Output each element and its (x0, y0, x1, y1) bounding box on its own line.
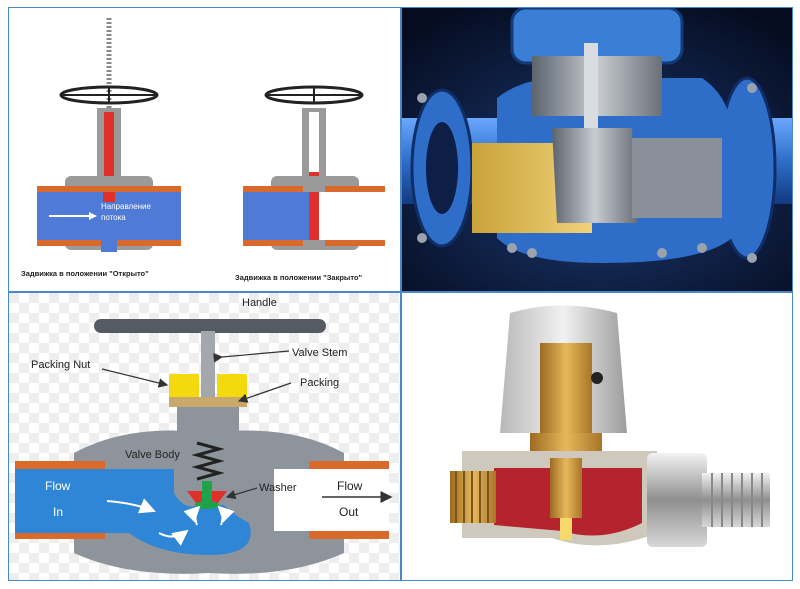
label-washer: Washer (259, 482, 297, 494)
label-packing-nut: Packing Nut (31, 359, 90, 371)
gate-valve-cutaway-render (401, 7, 793, 292)
radiator-valve-illustration (450, 305, 770, 547)
globe-valve-drawing (15, 319, 393, 574)
gate-valve-open-drawing (37, 18, 181, 252)
globe-valve-diagram-panel: Handle Valve Stem Packing Nut Packing Va… (8, 292, 401, 581)
flow-direction-label-line1: Направление (101, 202, 152, 211)
label-flow-out-2: Out (339, 505, 359, 519)
label-flow-in-2: In (53, 505, 63, 519)
gate-valve-open-closed-panel: Направление потока Задвижка в положении … (8, 7, 401, 292)
valve-render-body (402, 8, 792, 263)
label-flow-out-1: Flow (337, 479, 363, 493)
label-flow-in-1: Flow (45, 479, 71, 493)
flow-direction-label-line2: потока (101, 213, 126, 222)
caption-open: Задвижка в положении "Открыто" (21, 269, 149, 278)
caption-closed: Задвижка в положении "Закрыто" (235, 273, 362, 282)
label-handle: Handle (242, 297, 277, 309)
label-valve-body: Valve Body (125, 449, 180, 461)
label-packing: Packing (300, 377, 339, 389)
label-valve-stem: Valve Stem (292, 347, 347, 359)
radiator-valve-cutaway-photo (401, 292, 793, 581)
gate-valve-closed-drawing (243, 85, 385, 250)
